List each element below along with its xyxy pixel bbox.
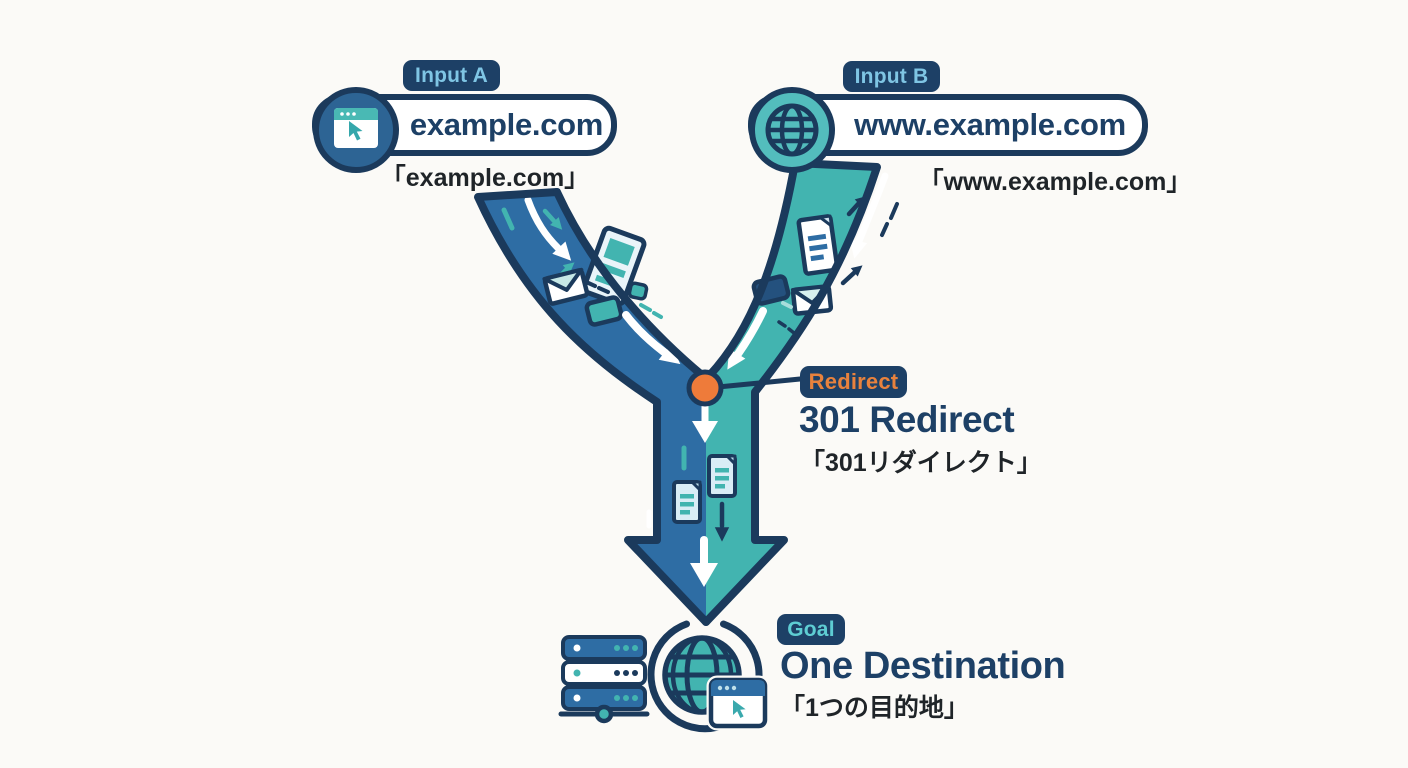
cursor-icon bbox=[733, 700, 746, 718]
globe-orbit-icon bbox=[647, 620, 763, 733]
document-icon bbox=[707, 454, 737, 498]
dash-icon bbox=[787, 327, 796, 335]
stream-outlines bbox=[474, 159, 881, 626]
cursor-icon bbox=[349, 121, 363, 141]
dash-icon bbox=[889, 202, 899, 220]
flow-arrow-icon bbox=[845, 172, 889, 261]
redirect-node-icon bbox=[686, 369, 724, 407]
input-a-badge: Input A bbox=[403, 60, 500, 91]
input-b-badge: Input B bbox=[843, 61, 940, 92]
redirect-title: 301 Redirect bbox=[799, 399, 1015, 440]
flow-arrow-icon bbox=[714, 501, 730, 542]
envelope-icon bbox=[542, 267, 590, 306]
flow-arrow-icon bbox=[719, 307, 767, 375]
input-a-url-bar: example.com bbox=[312, 87, 617, 173]
flow-arrow-icon bbox=[542, 208, 567, 234]
redirect-caption: 「301リダイレクト」 bbox=[800, 449, 1042, 477]
merged-column-decor bbox=[646, 391, 737, 587]
input-b-caption: 「www.example.com」 bbox=[918, 168, 1192, 196]
flow-arrow-icon bbox=[622, 311, 687, 372]
document-icon bbox=[796, 214, 840, 276]
globe-icon bbox=[749, 87, 835, 173]
browser-window-icon bbox=[313, 87, 399, 173]
dash-icon bbox=[582, 279, 597, 288]
cube-icon bbox=[584, 295, 624, 327]
flow-arrow-icon bbox=[840, 261, 866, 286]
tag-icon bbox=[627, 281, 649, 301]
dash-icon bbox=[639, 303, 652, 312]
left-stream-decor bbox=[501, 196, 687, 372]
goal-title: One Destination bbox=[780, 645, 1066, 687]
flow-arrow-icon bbox=[692, 421, 718, 443]
redirect-badge-label: Redirect bbox=[808, 369, 899, 394]
dash-icon bbox=[880, 222, 889, 237]
goal-caption: 「1つの目的地」 bbox=[780, 694, 969, 722]
flow-arrow-icon bbox=[846, 192, 870, 217]
flow-arrow-icon bbox=[690, 563, 718, 587]
input-a-url: example.com bbox=[409, 107, 604, 142]
flow-arrow-icon bbox=[524, 196, 578, 267]
redirect-connector-line bbox=[715, 376, 803, 390]
redirect-badge: Redirect bbox=[800, 366, 907, 398]
dash-icon bbox=[652, 311, 663, 319]
right-stream bbox=[706, 163, 877, 622]
input-b-url: www.example.com bbox=[854, 107, 1126, 142]
dash-icon bbox=[597, 286, 610, 294]
server-icon bbox=[558, 635, 650, 724]
input-a-caption: 「example.com」 bbox=[380, 164, 590, 192]
input-b-badge-label: Input B bbox=[854, 64, 929, 88]
document-icon bbox=[672, 480, 702, 524]
input-a-badge-label: Input A bbox=[415, 63, 488, 87]
input-b-url-bar: www.example.com bbox=[748, 87, 1148, 173]
dash-icon bbox=[781, 301, 793, 309]
dash-icon bbox=[501, 207, 515, 231]
goal-badge-label: Goal bbox=[787, 617, 835, 641]
goal-badge: Goal bbox=[777, 614, 845, 645]
dash-icon bbox=[777, 320, 787, 328]
browser-window-icon bbox=[706, 675, 770, 731]
